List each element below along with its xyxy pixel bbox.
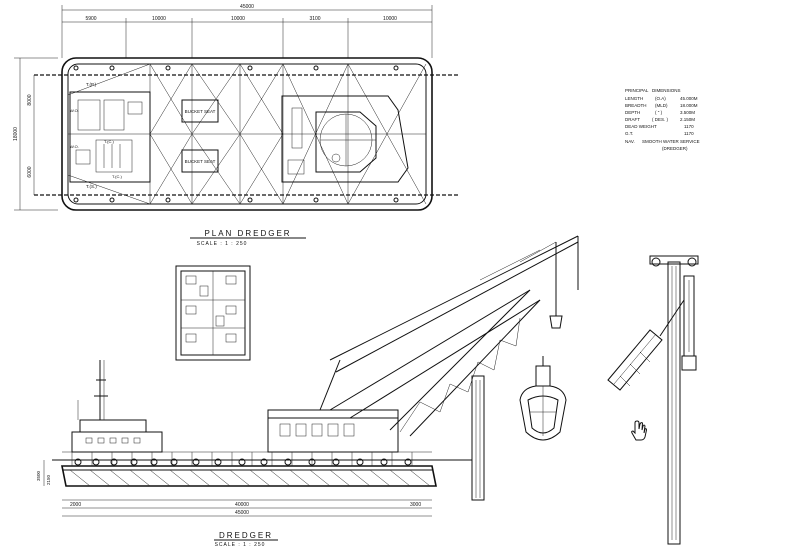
elev-overall-dim: 45000 bbox=[235, 510, 249, 516]
spec-value-deadweight: 1170 bbox=[684, 124, 694, 129]
spud-mast bbox=[471, 375, 485, 501]
spec-heading-1: PRINCIPAL bbox=[625, 88, 649, 93]
room-label-ts: T.(S.) bbox=[86, 184, 97, 189]
crane-boom bbox=[319, 235, 579, 437]
plan-seg-dim-2: 10000 bbox=[152, 16, 166, 22]
spec-value-draft: 2.150M bbox=[680, 117, 695, 122]
spec-qual-draft: ( DES. ) bbox=[652, 117, 669, 122]
spec-qual-breadth: (MLD) bbox=[655, 103, 668, 108]
plan-seg-dim-1: 5900 bbox=[85, 16, 96, 22]
spec-label-depth: DEPTH bbox=[625, 110, 640, 115]
plan-deckhouse: T.(P.) W.O. W.O. T.(S.) T.(C.) T.(C.) bbox=[69, 82, 151, 189]
hand-cursor-icon bbox=[631, 420, 648, 441]
bucket-seat-lower bbox=[181, 149, 219, 173]
elev-side-dim-2: 2150 bbox=[46, 474, 51, 485]
spec-value-depth: 3.500M bbox=[680, 110, 695, 115]
plan-view: 45000 5900 10000 10000 3100 10000 18000 … bbox=[13, 4, 460, 247]
spec-label-length: LENGTH bbox=[625, 96, 643, 101]
principal-dimensions-table: PRINCIPAL DIMENSIONS LENGTH (O.A) 45.000… bbox=[625, 88, 700, 151]
elevation-scale: SCALE : 1 : 250 bbox=[215, 542, 266, 548]
elevation-hull bbox=[61, 465, 437, 487]
elev-side-dim-1: 3500 bbox=[36, 470, 41, 481]
plan-left-dim-1: 8000 bbox=[27, 94, 33, 105]
room-label-tc-2: T.(C.) bbox=[112, 174, 122, 179]
room-label-wo-2: W.O. bbox=[70, 144, 79, 149]
bucket-seat-upper bbox=[181, 99, 219, 123]
plan-left-dim-2: 18000 bbox=[13, 127, 19, 141]
spec-label-draft: DRAFT bbox=[625, 117, 640, 122]
hull-truss bbox=[69, 469, 431, 487]
elev-dim-right: 3000 bbox=[410, 502, 421, 508]
bucket-seat-label-2: BUCKET SEAT bbox=[185, 159, 216, 164]
spec-service-label: NAV. bbox=[625, 139, 635, 144]
deck-fittings bbox=[74, 458, 412, 466]
plan-scale: SCALE : 1 : 250 bbox=[197, 241, 248, 247]
spec-service-line-2: (DREDGER) bbox=[662, 146, 688, 151]
plan-overall-dim: 45000 bbox=[240, 4, 254, 10]
plan-crane-house bbox=[281, 95, 409, 183]
elev-dim-mid: 40000 bbox=[235, 502, 249, 508]
spec-service-line-1: SMOOTH WATER SERVICE bbox=[642, 139, 700, 144]
elevation-crane-house bbox=[267, 409, 399, 453]
spec-qual-length: (O.A) bbox=[655, 96, 666, 101]
deck-cross-bracing bbox=[67, 63, 427, 205]
plan-seg-dim-5: 10000 bbox=[383, 16, 397, 22]
crane-head-detail bbox=[607, 255, 699, 545]
spec-label-deadweight: DEAD WEIGHT bbox=[625, 124, 657, 129]
spec-qual-depth: ( " ) bbox=[655, 110, 663, 115]
spec-value-length: 45.000M bbox=[680, 96, 698, 101]
elevation-deckhouse bbox=[71, 360, 163, 453]
grab-bucket-detail bbox=[519, 356, 567, 441]
plan-bollards bbox=[73, 65, 399, 203]
elev-dim-left: 2000 bbox=[70, 502, 81, 508]
spec-label-gt: G.T. bbox=[625, 131, 633, 136]
spec-label-breadth: BREADTH bbox=[625, 103, 647, 108]
plan-title: PLAN DREDGER bbox=[204, 229, 291, 238]
plan-seg-dim-4: 3100 bbox=[309, 16, 320, 22]
plan-left-dim-3: 6000 bbox=[27, 166, 33, 177]
spec-value-breadth: 18.000M bbox=[680, 103, 698, 108]
room-label-tp: T.(P.) bbox=[86, 82, 97, 87]
deckhouse-detail bbox=[175, 265, 251, 361]
room-label-wo-1: W.O. bbox=[70, 108, 79, 113]
plan-seg-dim-3: 10000 bbox=[231, 16, 245, 22]
spec-value-gt: 1170 bbox=[684, 131, 694, 136]
elevation-title: DREDGER bbox=[219, 531, 273, 540]
deck-railing bbox=[62, 451, 432, 466]
room-label-tc-1: T.(C.) bbox=[104, 139, 114, 144]
spec-heading-2: DIMENSIONS bbox=[652, 88, 681, 93]
bucket-seat-label-1: BUCKET SEAT bbox=[185, 109, 216, 114]
elevation-view: 2000 40000 3000 45000 3500 2150 DREDGER … bbox=[36, 235, 579, 548]
plan-hull-outline bbox=[61, 57, 433, 211]
